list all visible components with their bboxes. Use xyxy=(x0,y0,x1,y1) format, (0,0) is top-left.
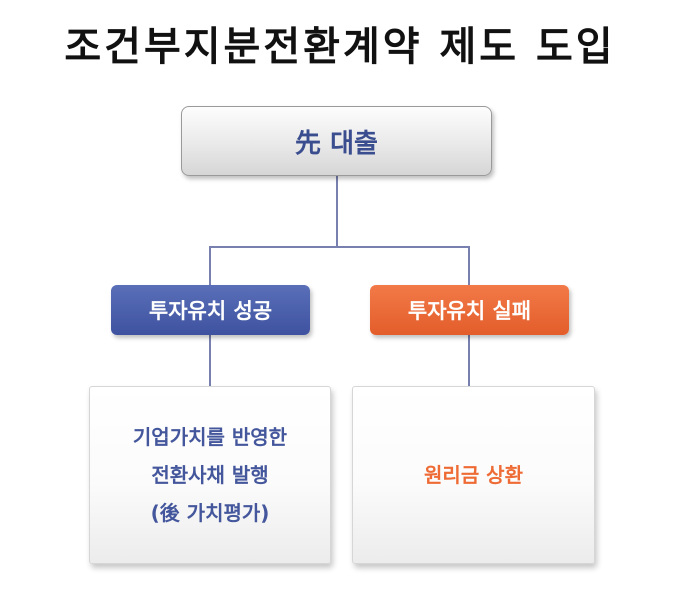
connector-split xyxy=(209,246,470,285)
page-title: 조건부지분전환계약 제도 도입 xyxy=(64,24,616,70)
root-node-loan: 先 대출 xyxy=(181,106,492,176)
outcome-success-line-2: 전환사채 발행 xyxy=(151,463,269,487)
branch-success-label: 투자유치 성공 xyxy=(148,299,273,323)
outcome-box-success: 기업가치를 반영한 전환사채 발행 (後 가치평가) xyxy=(89,386,331,564)
root-node-label: 先 대출 xyxy=(295,128,378,159)
outcome-success-line-1: 기업가치를 반영한 xyxy=(132,425,288,449)
branch-fail-label: 투자유치 실패 xyxy=(407,299,532,323)
branch-node-fail: 투자유치 실패 xyxy=(370,285,569,335)
outcome-box-fail: 원리금 상환 xyxy=(352,386,595,564)
branch-node-success: 투자유치 성공 xyxy=(111,285,310,335)
outcome-fail-line-1: 원리금 상환 xyxy=(424,463,523,487)
outcome-success-line-3: (後 가치평가) xyxy=(150,501,270,525)
